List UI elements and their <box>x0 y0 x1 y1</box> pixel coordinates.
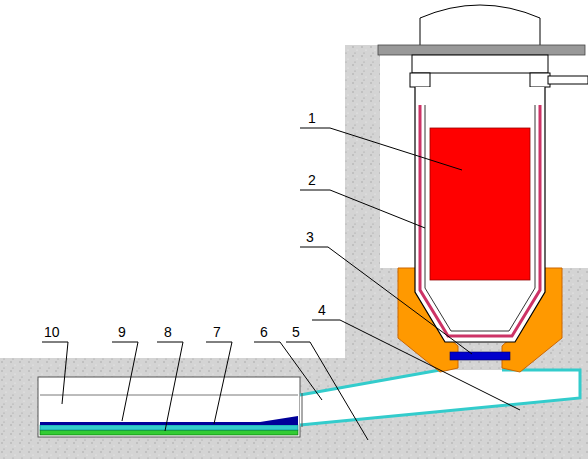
concrete <box>0 45 588 459</box>
channel <box>300 370 580 425</box>
callout-number: 7 <box>213 324 221 340</box>
sacrificial-layer <box>40 425 298 430</box>
vessel-liner <box>420 105 540 336</box>
callout-number: 3 <box>306 229 314 245</box>
callout-number: 1 <box>308 110 316 126</box>
callout-number: 8 <box>164 324 172 340</box>
callout-number: 4 <box>318 302 326 318</box>
reactor-vessel <box>415 87 545 342</box>
spreading-room <box>38 377 300 437</box>
reactor-core <box>430 128 530 280</box>
melt-layer <box>40 416 298 425</box>
nozzle <box>548 76 588 84</box>
callout-number: 2 <box>308 172 316 188</box>
vessel-head <box>420 5 540 48</box>
bottom-layer <box>40 430 298 435</box>
vessel-flange <box>378 45 585 55</box>
callout-number: 9 <box>118 324 126 340</box>
callout-number: 6 <box>260 324 268 340</box>
callout-number: 10 <box>44 324 60 340</box>
melt-plug <box>450 352 510 360</box>
leader-lines <box>42 128 520 440</box>
channel-lining <box>300 370 580 425</box>
callout-number: 5 <box>292 324 300 340</box>
